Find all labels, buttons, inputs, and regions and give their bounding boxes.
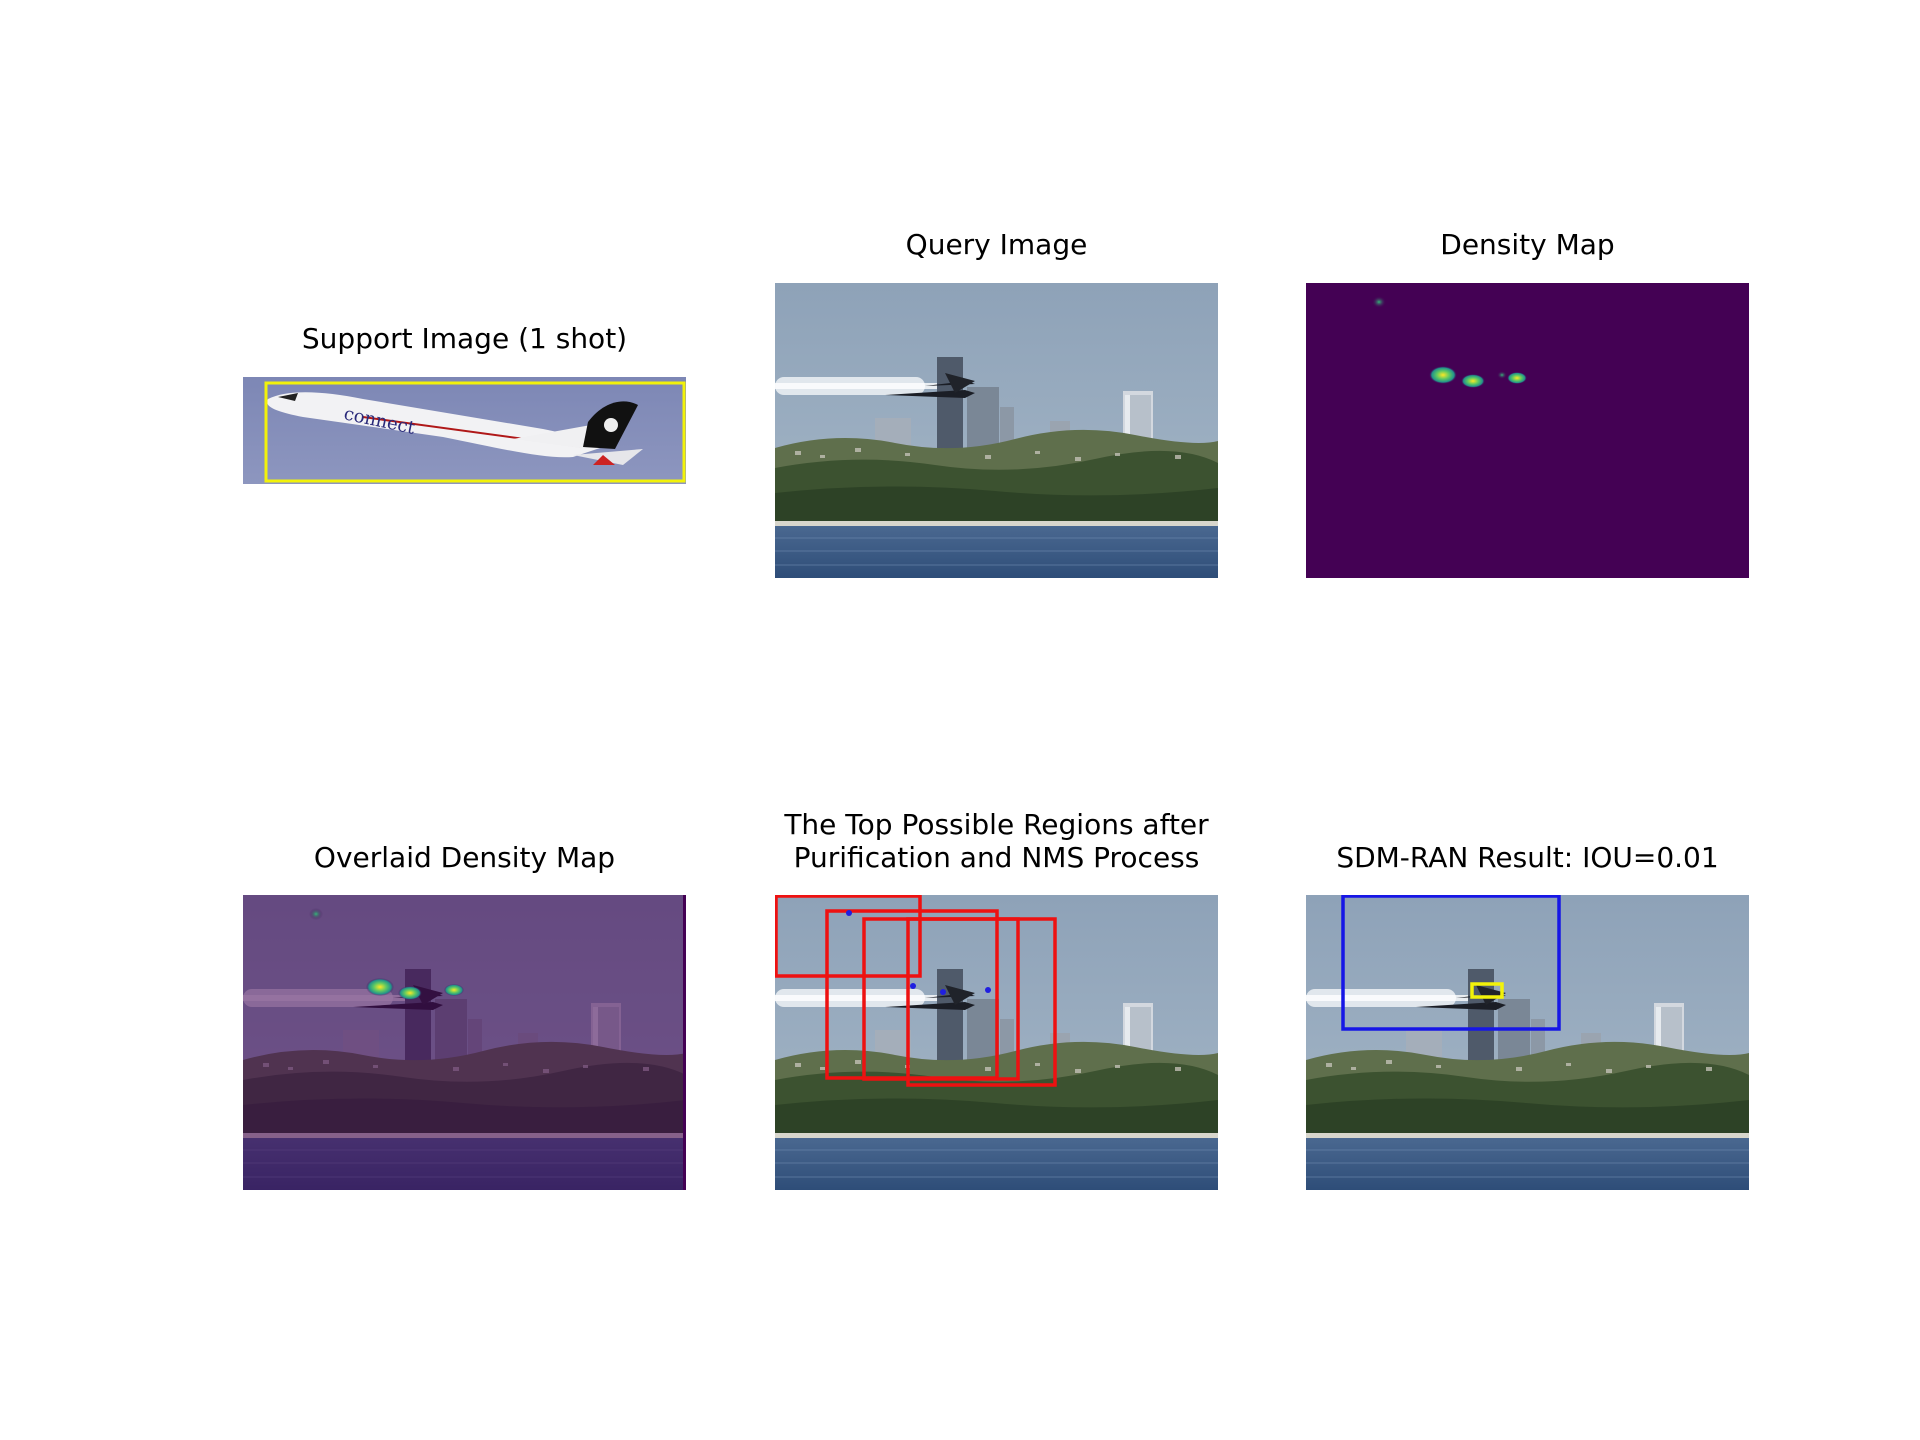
result-title: SDM-RAN Result: IOU=0.01 [1336, 841, 1719, 874]
region-box-1 [775, 895, 922, 978]
overlaid-density-map-title: Overlaid Density Map [313, 841, 616, 874]
region-center-4 [985, 987, 991, 993]
ground-truth-box [1470, 982, 1504, 999]
region-center-3 [940, 989, 946, 995]
top-regions-image [775, 895, 1218, 1190]
region-box-4 [906, 917, 1057, 1087]
predicted-box [1341, 895, 1561, 1031]
support-bounding-box [264, 381, 686, 483]
query-image [775, 283, 1218, 578]
query-image-title: Query Image [905, 228, 1088, 261]
top-regions-title: The Top Possible Regions after Purificat… [784, 808, 1209, 874]
density-map [1306, 283, 1749, 578]
support-image-title: Support Image (1 shot) [301, 322, 628, 355]
density-map-title: Density Map [1440, 228, 1615, 261]
region-center-2 [910, 983, 916, 989]
support-image: connect [243, 377, 686, 484]
result-image [1306, 895, 1749, 1190]
overlaid-density-map [243, 895, 686, 1190]
region-center-1 [846, 910, 852, 916]
